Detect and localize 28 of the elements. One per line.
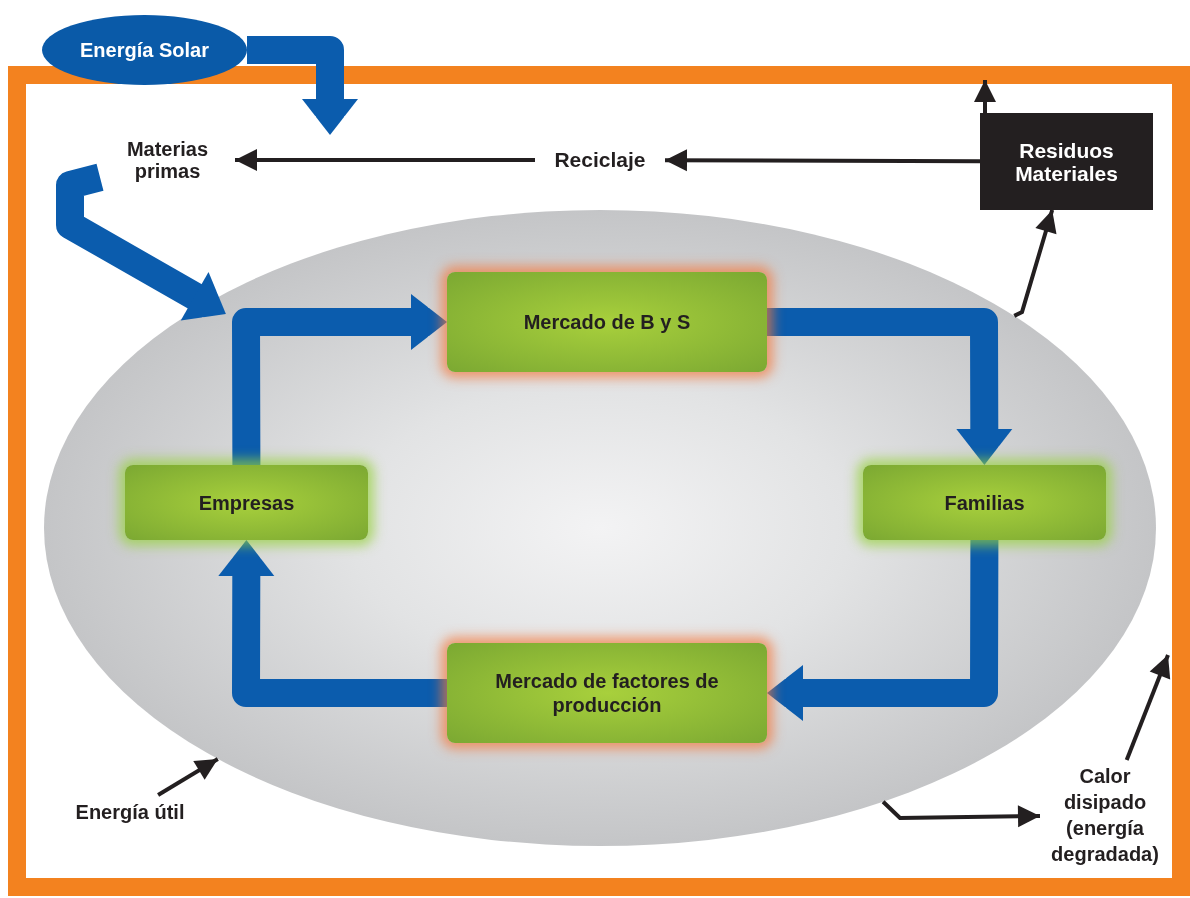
node-label: Materias primas bbox=[125, 138, 210, 182]
node-label: Mercado de B y S bbox=[523, 310, 691, 335]
arrow bbox=[665, 149, 980, 172]
agent-box bbox=[863, 465, 1106, 540]
thick-arrow bbox=[232, 294, 447, 466]
agent-box bbox=[125, 465, 368, 540]
thick-arrow bbox=[247, 36, 358, 135]
node-label: Residuos Materiales bbox=[1014, 138, 1119, 185]
market-box bbox=[447, 272, 767, 372]
node-label: Energía Solar bbox=[80, 39, 209, 61]
node-label: Reciclaje bbox=[554, 147, 646, 174]
node-label: Energía útil bbox=[75, 800, 185, 825]
arrow bbox=[974, 80, 996, 115]
node-label: Calor disipado (energía degradada) bbox=[1050, 764, 1160, 867]
node-label: Familias bbox=[944, 490, 1025, 516]
market-box bbox=[447, 643, 767, 743]
waste-box bbox=[980, 113, 1153, 210]
thick-arrow bbox=[218, 539, 447, 707]
arrow bbox=[235, 149, 535, 171]
arrow bbox=[1013, 209, 1057, 318]
thick-arrow bbox=[767, 539, 999, 721]
arrow bbox=[1124, 654, 1171, 761]
node-label: Empresas bbox=[198, 490, 295, 516]
node-label: Mercado de factores de producción bbox=[494, 669, 720, 717]
arrow bbox=[881, 800, 1041, 828]
arrow bbox=[157, 757, 219, 797]
economy-ellipse bbox=[44, 210, 1156, 846]
thick-arrow bbox=[767, 308, 1013, 466]
